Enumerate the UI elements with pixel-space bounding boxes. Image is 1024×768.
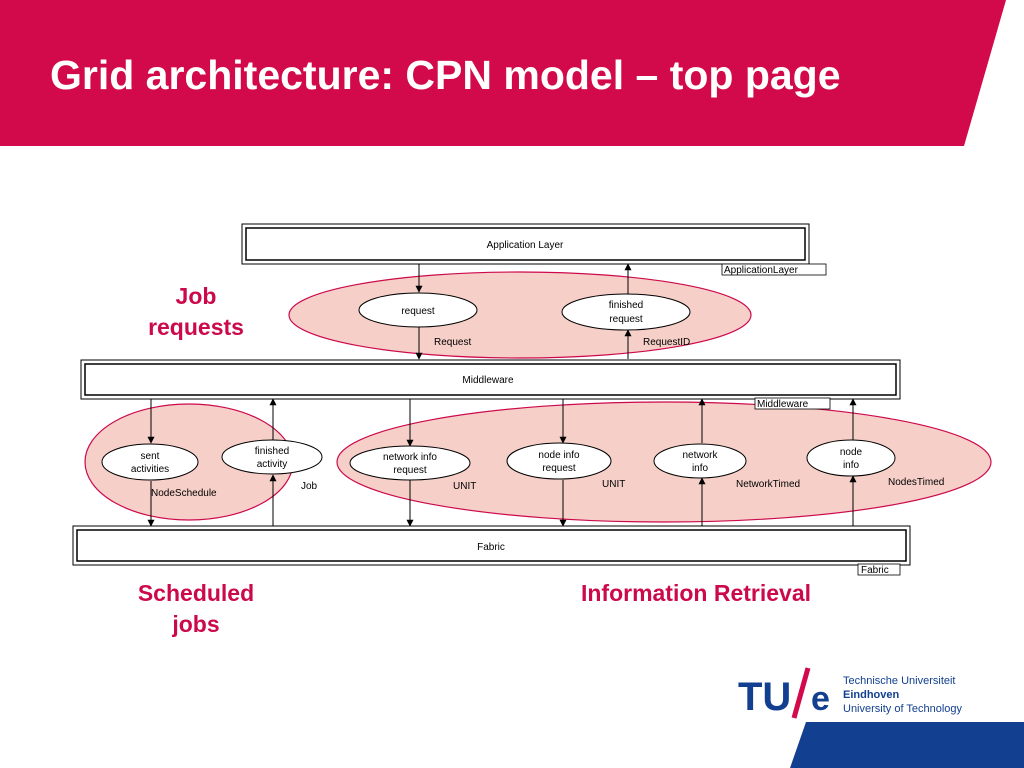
place-node-info: node info bbox=[806, 439, 896, 477]
transition-fabric-label: Fabric bbox=[477, 542, 505, 553]
caption-job-requests: Job requests bbox=[130, 281, 262, 343]
place-node-info-request-line1: node info bbox=[538, 450, 580, 461]
transition-middleware: Middleware bbox=[80, 359, 901, 400]
place-network-info-request: network info request bbox=[349, 445, 471, 481]
transition-application-layer-label: Application Layer bbox=[487, 240, 564, 251]
tag-application-layer: ApplicationLayer bbox=[721, 263, 827, 276]
place-finished-request-line1: finished bbox=[609, 300, 643, 311]
caption-scheduled-jobs-line1: Scheduled bbox=[137, 580, 255, 606]
logo-line-2: Eindhoven bbox=[843, 689, 900, 701]
caption-scheduled-jobs-line2: jobs bbox=[172, 611, 220, 637]
place-sent-activities-line2: activities bbox=[131, 464, 169, 475]
caption-job-requests-line1: Job bbox=[175, 283, 217, 309]
place-finished-request: finished request bbox=[561, 293, 691, 331]
place-finished-activity-line1: finished bbox=[255, 446, 289, 457]
logo-line-1: Technische Universiteit bbox=[843, 675, 956, 687]
title-banner bbox=[0, 0, 1006, 146]
place-finished-request-line2: request bbox=[609, 314, 643, 325]
place-node-info-line2: info bbox=[843, 460, 860, 471]
colorset-nodes-timed: NodesTimed bbox=[888, 477, 944, 488]
tag-fabric-label: Fabric bbox=[861, 565, 889, 576]
tag-fabric: Fabric bbox=[857, 563, 901, 576]
place-node-info-line1: node bbox=[840, 447, 863, 458]
place-network-info-request-line1: network info bbox=[383, 452, 437, 463]
logo-mark-e: e bbox=[811, 680, 830, 718]
place-network-info-request-line2: request bbox=[393, 465, 427, 476]
transition-fabric: Fabric bbox=[72, 525, 911, 566]
place-finished-activity-line2: activity bbox=[257, 459, 288, 470]
slide-title: Grid architecture: CPN model – top page bbox=[50, 52, 841, 98]
place-finished-activity: finished activity bbox=[221, 439, 323, 475]
tag-middleware: Middleware bbox=[754, 397, 831, 410]
tag-middleware-label: Middleware bbox=[757, 399, 809, 410]
transition-application-layer: Application Layer bbox=[241, 223, 810, 265]
caption-scheduled-jobs: Scheduled jobs bbox=[110, 578, 282, 640]
colorset-unit-network: UNIT bbox=[453, 481, 476, 492]
place-request: request bbox=[358, 292, 478, 328]
logo-wordmark: Technische Universiteit Eindhoven Univer… bbox=[843, 674, 962, 716]
place-request-label: request bbox=[401, 306, 435, 317]
tue-logo: TU e bbox=[738, 667, 830, 719]
colorset-request: Request bbox=[434, 337, 471, 348]
colorset-network-timed: NetworkTimed bbox=[736, 479, 800, 490]
place-node-info-request-line2: request bbox=[542, 463, 576, 474]
logo-slash bbox=[791, 667, 811, 719]
caption-information-retrieval: Information Retrieval bbox=[580, 580, 812, 606]
place-network-info-line2: info bbox=[692, 463, 709, 474]
logo-mark-tu: TU bbox=[738, 675, 791, 719]
colorset-unit-node: UNIT bbox=[602, 479, 625, 490]
place-sent-activities-line1: sent bbox=[141, 451, 160, 462]
place-sent-activities: sent activities bbox=[101, 443, 199, 481]
arcs bbox=[147, 263, 857, 527]
logo-line-3: University of Technology bbox=[843, 703, 963, 715]
caption-job-requests-line2: requests bbox=[148, 314, 244, 340]
tag-application-layer-label: ApplicationLayer bbox=[724, 265, 799, 276]
place-network-info-line1: network bbox=[682, 450, 718, 461]
colorset-node-schedule: NodeSchedule bbox=[151, 488, 217, 499]
place-network-info: network info bbox=[653, 443, 747, 479]
transition-middleware-label: Middleware bbox=[462, 375, 514, 386]
colorset-request-id: RequestID bbox=[643, 337, 690, 348]
place-node-info-request: node info request bbox=[506, 442, 612, 480]
colorset-job: Job bbox=[301, 481, 318, 492]
